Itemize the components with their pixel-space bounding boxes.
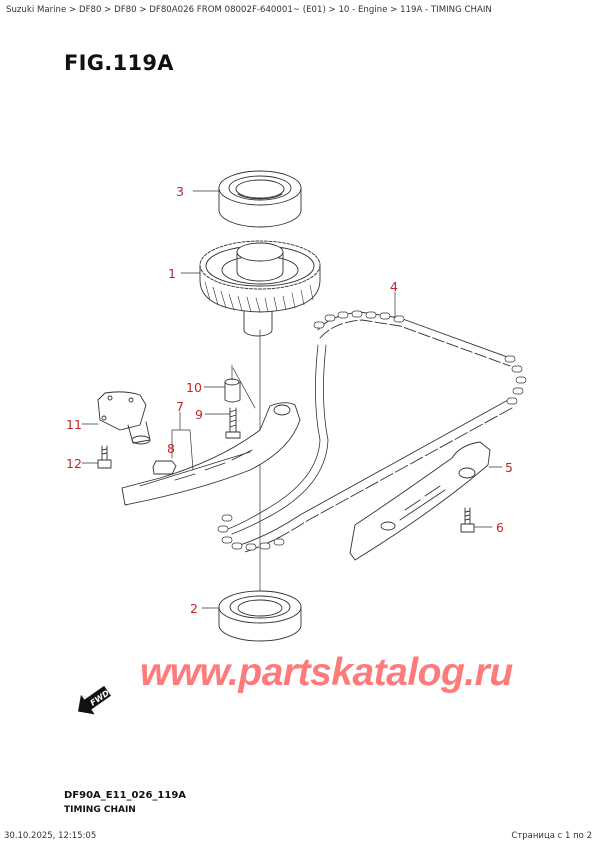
callout-2[interactable]: 2: [190, 601, 198, 616]
print-datetime: 30.10.2025, 12:15:05: [4, 831, 97, 841]
callout-1[interactable]: 1: [168, 266, 176, 281]
callout-4[interactable]: 4: [390, 279, 398, 294]
bearing-upper-icon[interactable]: [218, 170, 302, 228]
guide-bolt-icon[interactable]: [460, 507, 475, 533]
tensioner-pad-icon[interactable]: [152, 460, 177, 475]
timing-chain-icon[interactable]: [217, 310, 527, 553]
chain-tensioner-arm-icon[interactable]: [121, 402, 301, 506]
adjuster-bolt-icon[interactable]: [97, 445, 112, 469]
callout-5[interactable]: 5: [505, 460, 513, 475]
callout-12[interactable]: 12: [66, 456, 82, 471]
callout-10[interactable]: 10: [186, 380, 202, 395]
breadcrumb[interactable]: Suzuki Marine > DF80 > DF80 > DF80A026 F…: [6, 5, 492, 15]
bearing-lower-icon[interactable]: [218, 590, 302, 642]
collar-icon[interactable]: [224, 364, 256, 409]
chain-tensioner-adjuster-icon[interactable]: [97, 391, 151, 445]
figure-title: FIG.119A: [64, 51, 174, 75]
callout-3[interactable]: 3: [176, 184, 184, 199]
callout-7[interactable]: 7: [176, 399, 184, 414]
callout-8[interactable]: 8: [167, 441, 175, 456]
figure-caption: TIMING CHAIN: [64, 805, 136, 815]
watermark: www.partskatalog.ru: [140, 651, 513, 694]
chain-guide-icon[interactable]: [349, 441, 491, 561]
figure-code: DF90A_E11_026_119A: [64, 790, 187, 801]
page-indicator: Страница с 1 по 2: [511, 831, 592, 841]
idler-gear-icon[interactable]: [199, 240, 321, 337]
forward-direction-arrow-icon: FWD: [78, 685, 111, 715]
callout-9[interactable]: 9: [195, 407, 203, 422]
callout-11[interactable]: 11: [66, 417, 82, 432]
tensioner-bolt-icon[interactable]: [225, 407, 241, 439]
callout-6[interactable]: 6: [496, 520, 504, 535]
